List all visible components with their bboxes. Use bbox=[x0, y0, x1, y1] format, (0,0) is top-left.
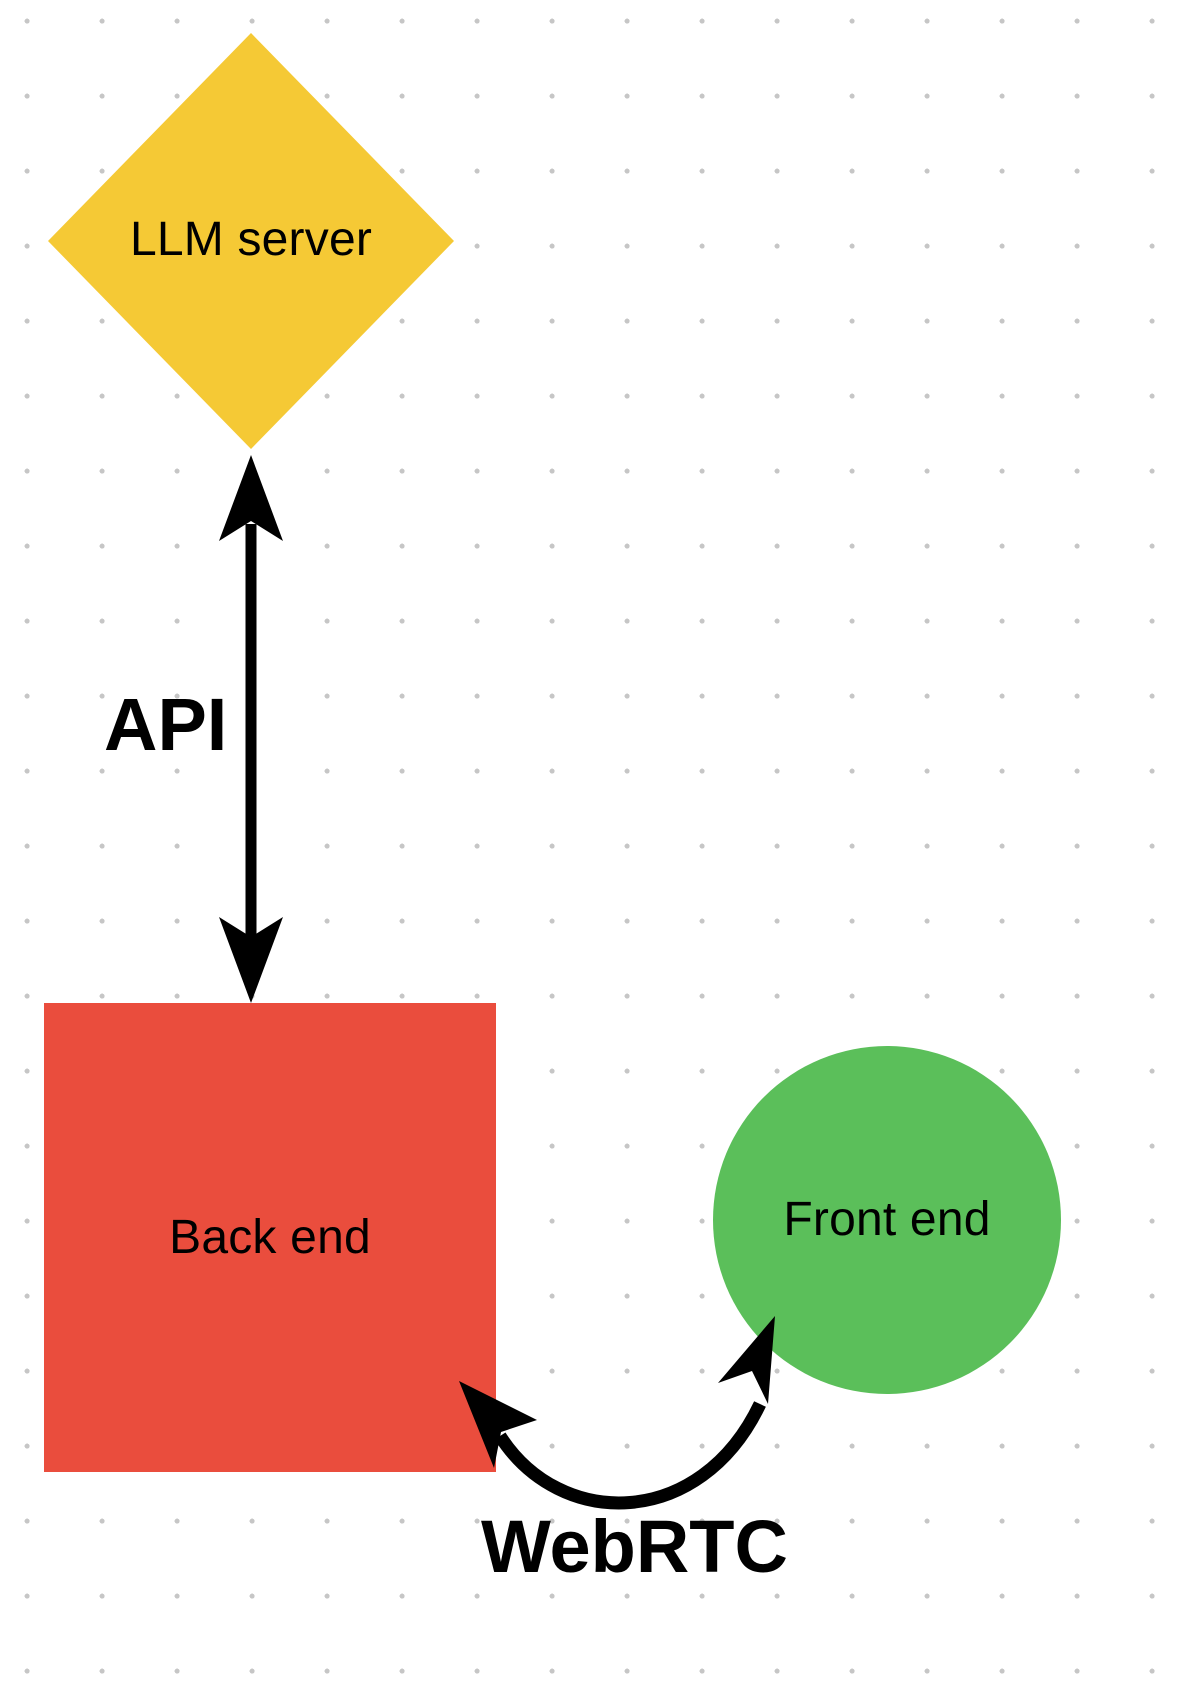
node-llm-server-label: LLM server bbox=[129, 213, 373, 266]
node-back-end-label: Back end bbox=[169, 1210, 371, 1264]
node-front-end[interactable]: Front end bbox=[713, 1046, 1061, 1394]
edge-webrtc-arrow[interactable] bbox=[459, 1316, 775, 1510]
edge-webrtc-shaft bbox=[494, 1401, 766, 1510]
node-back-end[interactable]: Back end bbox=[44, 1003, 496, 1472]
edge-label-webrtc: WebRTC bbox=[481, 1505, 788, 1588]
node-front-end-label: Front end bbox=[783, 1193, 991, 1246]
edge-api-arrow[interactable] bbox=[219, 455, 283, 1003]
edge-label-api: API bbox=[104, 683, 228, 766]
node-llm-server[interactable]: LLM server bbox=[48, 33, 454, 449]
diamond-shape-icon bbox=[48, 33, 454, 449]
edge-api-arrowhead-up bbox=[219, 455, 283, 541]
edge-api-arrowhead-down bbox=[219, 917, 283, 1003]
